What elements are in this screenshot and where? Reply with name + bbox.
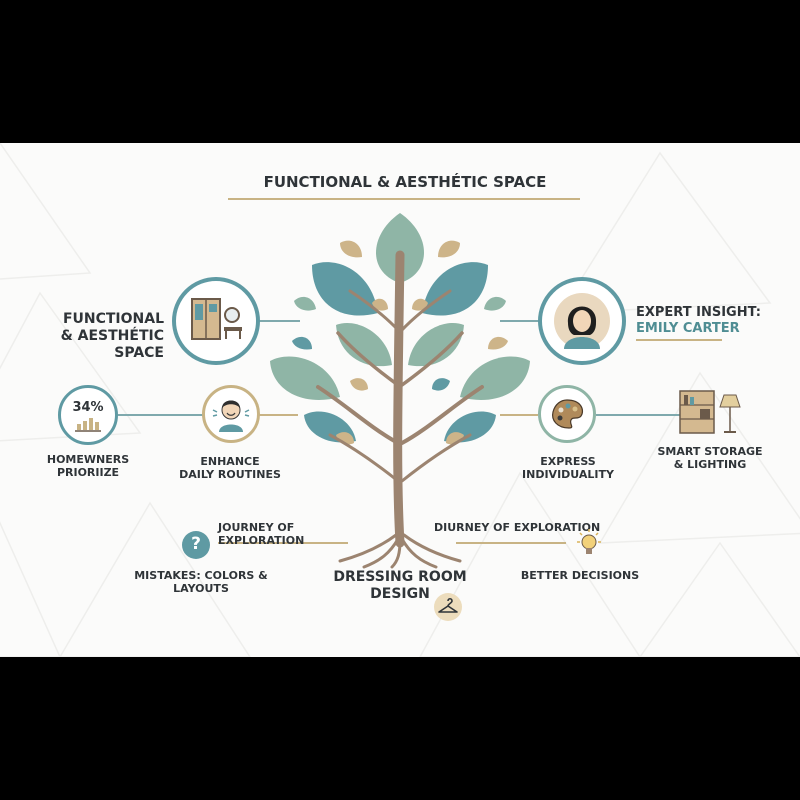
lightbulb-icon [577,529,601,554]
connector-expert [500,320,540,322]
mistakes-label: MISTAKES: COLORS & LAYOUTS [134,569,268,596]
express-label: EXPRESS INDIVIDUALITY [522,455,614,482]
hanger-icon [438,597,458,613]
homeowners-label: HOMEWNERS PRIORIIZE [46,453,130,480]
expert-icon-node [538,277,626,365]
infographic-canvas: FUNCTIONAL & AESTHÉTIC SPACE [0,143,800,657]
paint-palette-icon [552,399,584,429]
leaf-small-1 [340,240,362,258]
center-title: DRESSING ROOM DESIGN [333,569,467,602]
bar-chart-icon [75,418,101,432]
leaf-small-10 [432,378,450,391]
expert-avatar-icon [554,293,610,349]
journey-right-label: DIURNEY OF EXPLORATION [434,521,601,534]
better-decisions-label: BETTER DECISIONS [520,569,640,582]
enhance-label: ENHANCE DAILY ROUTINES [179,455,281,482]
leaf-small-4 [484,296,506,311]
connector-journey-left [218,542,348,544]
tree-branches [316,250,484,548]
question-icon: ? [191,534,201,554]
leaf-small-8 [488,336,508,350]
connector-expert-underline [636,339,722,341]
expert-label: EXPERT INSIGHT: [636,305,761,320]
leaf-small-9 [350,378,368,391]
expert-name: EMILY CARTER [636,321,740,336]
leaf-mid-right [408,322,464,367]
connector-stat [118,414,204,416]
question-icon-node: ? [182,531,210,559]
shelf-and-lamp-icon [679,390,741,434]
leaf-large-right [422,262,488,316]
tree-illustration [270,213,530,569]
leaf-large-left [312,262,378,316]
stat-value: 34% [72,400,104,415]
leaf-small-5 [372,298,388,311]
leaf-small-2 [438,240,460,258]
connector-storage [596,414,680,416]
leaf-small-7 [292,336,312,350]
stat-icon-node: 34% [58,385,118,445]
tree-roots [338,533,462,569]
storage-label: SMART STORAGE & LIGHTING [657,445,763,472]
connector-functional [258,320,300,322]
connector-express [500,414,538,416]
leaf-top-center [376,213,424,283]
wardrobe-icon [191,298,242,340]
journey-left-label: JOURNEY OF EXPLORATION [218,521,305,548]
functional-label: FUNCTIONAL & AESTHÉTIC SPACE [60,311,164,361]
palette-icon-node [538,385,596,443]
person-icon-node [202,385,260,443]
hanger-icon-node [434,593,462,621]
title-underline [228,198,580,200]
page-title: FUNCTIONAL & AESTHÉTIC SPACE [263,173,547,191]
background-pattern [0,143,800,657]
leaf-small-3 [294,296,316,311]
tree-leaves [270,213,530,445]
connector-journey-right [456,542,566,544]
wardrobe-icon-node [172,277,260,365]
leaf-mid-left [336,322,392,367]
leaf-small-6 [412,298,428,311]
connector-enhance [258,414,298,416]
smiling-person-icon [212,400,250,432]
